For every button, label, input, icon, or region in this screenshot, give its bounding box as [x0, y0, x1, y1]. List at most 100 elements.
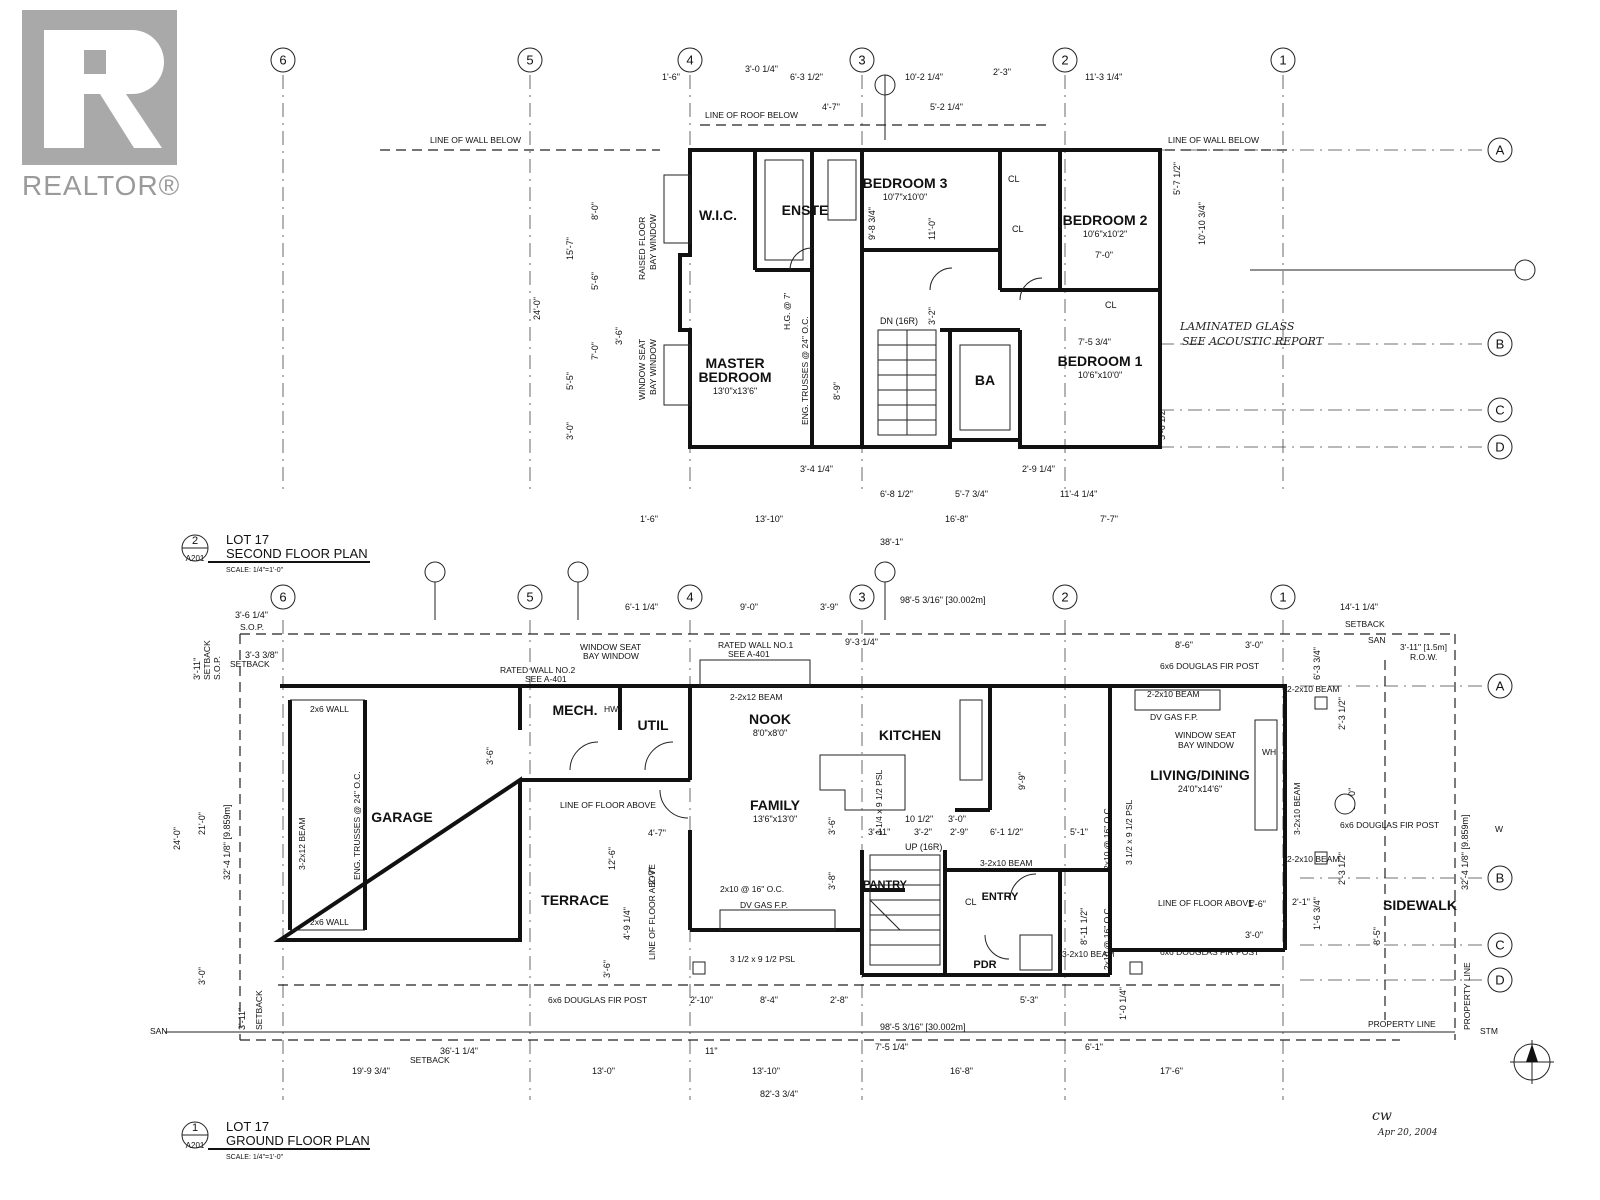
note-joist: 2x10 @ 16" O.C.	[1102, 806, 1112, 870]
dim: 5'-7 3/4"	[955, 489, 988, 499]
title-lot: LOT 17	[226, 1119, 269, 1134]
dim: 7'-0"	[590, 342, 600, 360]
note-property-line: PROPERTY LINE	[1462, 962, 1472, 1030]
note-raised-floor: RAISED FLOOR	[637, 217, 647, 280]
stairs-up-label: UP (16R)	[905, 842, 942, 852]
dim: 3'-4 1/4"	[800, 464, 833, 474]
note-beam-3x10: 3-2x10 BEAM	[1292, 783, 1302, 835]
dim: 98'-5 3/16" [30.002m]	[880, 1022, 965, 1032]
note-hg: H.G. @ 7'	[782, 292, 792, 330]
dim: 3'-3 3/8"	[245, 650, 278, 660]
note-psl: 3 1/2 x 9 1/2 PSL	[1124, 800, 1134, 865]
dim: 3'-8"	[827, 872, 837, 890]
note-rated-wall-2: RATED WALL NO.2	[500, 665, 576, 675]
stairs-lower	[869, 854, 941, 966]
note-line-of-floor-above: LINE OF FLOOR ABOVE	[1158, 898, 1254, 908]
room-master-bedroom-size: 13'0"x13'6"	[713, 386, 757, 396]
dim: 2'-3 1/2"	[1337, 697, 1347, 730]
dim: 11'-3 1/4"	[1085, 72, 1122, 82]
dim: 10 1/2"	[905, 814, 933, 824]
note-window-seat: WINDOW SEAT	[637, 339, 647, 400]
dim: 2'-7"	[647, 867, 657, 885]
room-family-size: 13'6"x13'0"	[753, 814, 797, 824]
note-setback: SETBACK	[1345, 619, 1385, 629]
dim: 3'-6"	[485, 747, 495, 765]
grid-col-6: 6	[279, 590, 286, 605]
dim: 5'-1"	[1070, 827, 1088, 837]
note-joist: 2x10 @ 16" O.C.	[720, 884, 784, 894]
dim: 7'-7"	[1100, 514, 1118, 524]
note-stm: STM	[1480, 1026, 1498, 1036]
dim: 6'-1 1/2"	[990, 827, 1023, 837]
dim: 4'-7"	[822, 102, 840, 112]
note-wall-below-right: LINE OF WALL BELOW	[1168, 135, 1259, 145]
title-ground-floor-plan: GROUND FLOOR PLAN	[226, 1133, 370, 1148]
note-beam-3x12: 3-2x12 BEAM	[297, 818, 307, 870]
dim: 16'-8"	[945, 514, 968, 524]
note-setback: SETBACK	[410, 1055, 450, 1065]
dim: 4'-7"	[648, 828, 666, 838]
title-sheet: A201	[186, 1141, 205, 1150]
room-living-dining: LIVING/DINING	[1150, 767, 1250, 783]
dim: 3'-0"	[565, 422, 575, 440]
note-setback: SETBACK	[202, 640, 212, 680]
grid-row-d: D	[1495, 440, 1504, 455]
grid-row-c: C	[1495, 403, 1504, 418]
note-wall-below-left: LINE OF WALL BELOW	[430, 135, 521, 145]
dim: 3'-0"	[1245, 930, 1263, 940]
second-floor-plan: W.I.C. ENSTE BEDROOM 3 10'7"x10'0" BEDRO…	[181, 64, 1325, 574]
room-pantry: PANTRY	[863, 879, 908, 891]
dim: 36'-1 1/4"	[440, 1046, 478, 1056]
dim: 2'-10"	[690, 995, 713, 1005]
realtor-logo-text: REALTOR®	[22, 170, 181, 201]
note-rated-wall-1: RATED WALL NO.1	[718, 640, 794, 650]
note-line-of-floor-above: LINE OF FLOOR ABOVE	[560, 800, 656, 810]
dim: 1'-6"	[1248, 899, 1266, 909]
dim: 2'-3 1/2"	[1337, 852, 1347, 885]
dim: 12'-6"	[607, 847, 617, 870]
note-psl: 3 1/4 x 9 1/2 PSL	[874, 770, 884, 835]
note-eng-trusses: ENG. TRUSSES @ 24" O.C.	[800, 316, 810, 425]
note-w: W	[1495, 824, 1503, 834]
title-number: 2	[192, 535, 198, 547]
room-nook-size: 8'0"x8'0"	[753, 728, 787, 738]
room-bedroom-3-size: 10'7"x10'0"	[883, 192, 927, 202]
grid-col-1: 1	[1279, 590, 1286, 605]
north-arrow-icon	[1510, 1040, 1554, 1084]
note-beam-2x10: 2-2x10 BEAM	[1147, 689, 1199, 699]
note-bay-window: BAY WINDOW	[648, 214, 658, 270]
dim: 3'-6"	[602, 960, 612, 978]
dim: 6'-1 1/4"	[625, 602, 658, 612]
dim: 2'-8"	[830, 995, 848, 1005]
note-dv-gas-fp: DV GAS F.P.	[740, 900, 788, 910]
note-dv-gas-fp: DV GAS F.P.	[1150, 712, 1198, 722]
note-hw: HW	[604, 704, 618, 714]
note-post: 6x6 DOUGLAS FIR POST	[1340, 820, 1439, 830]
dim: 6'-8 1/2"	[880, 489, 913, 499]
dim: 24'-0"	[172, 827, 182, 850]
dim: 8'-4"	[760, 995, 778, 1005]
title-sheet: A201	[186, 554, 205, 563]
dim: 11"	[705, 1046, 718, 1056]
closet-label: CL	[1008, 174, 1020, 184]
dim: 1'-6"	[640, 514, 658, 524]
dim: 8'-5"	[1372, 927, 1382, 945]
dim: 21'-0"	[197, 812, 207, 835]
note-setback: SETBACK	[254, 990, 264, 1030]
signature: cw Apr 20, 2004	[1372, 1108, 1438, 1138]
title-lot: LOT 17	[226, 532, 269, 547]
note-post: 6x6 DOUGLAS FIR POST	[1160, 661, 1259, 671]
note-sop: S.O.P.	[212, 656, 222, 680]
room-terrace: TERRACE	[541, 892, 609, 908]
dim: 3'-0"	[948, 814, 966, 824]
note-bay-window: BAY WINDOW	[583, 651, 639, 661]
room-bedroom-2-size: 10'6"x10'2"	[1083, 229, 1127, 239]
grid-bubbles-lower: 6 5 4 3 2 1 A B C D	[270, 584, 1513, 993]
dim: 3'-0"	[1245, 640, 1263, 650]
note-bay-window: BAY WINDOW	[1178, 740, 1234, 750]
dim: 2'-1"	[1292, 897, 1310, 907]
dim: 13'-10"	[755, 514, 783, 524]
dim: 3'-6"	[614, 327, 624, 345]
grid-col-3: 3	[858, 53, 865, 68]
